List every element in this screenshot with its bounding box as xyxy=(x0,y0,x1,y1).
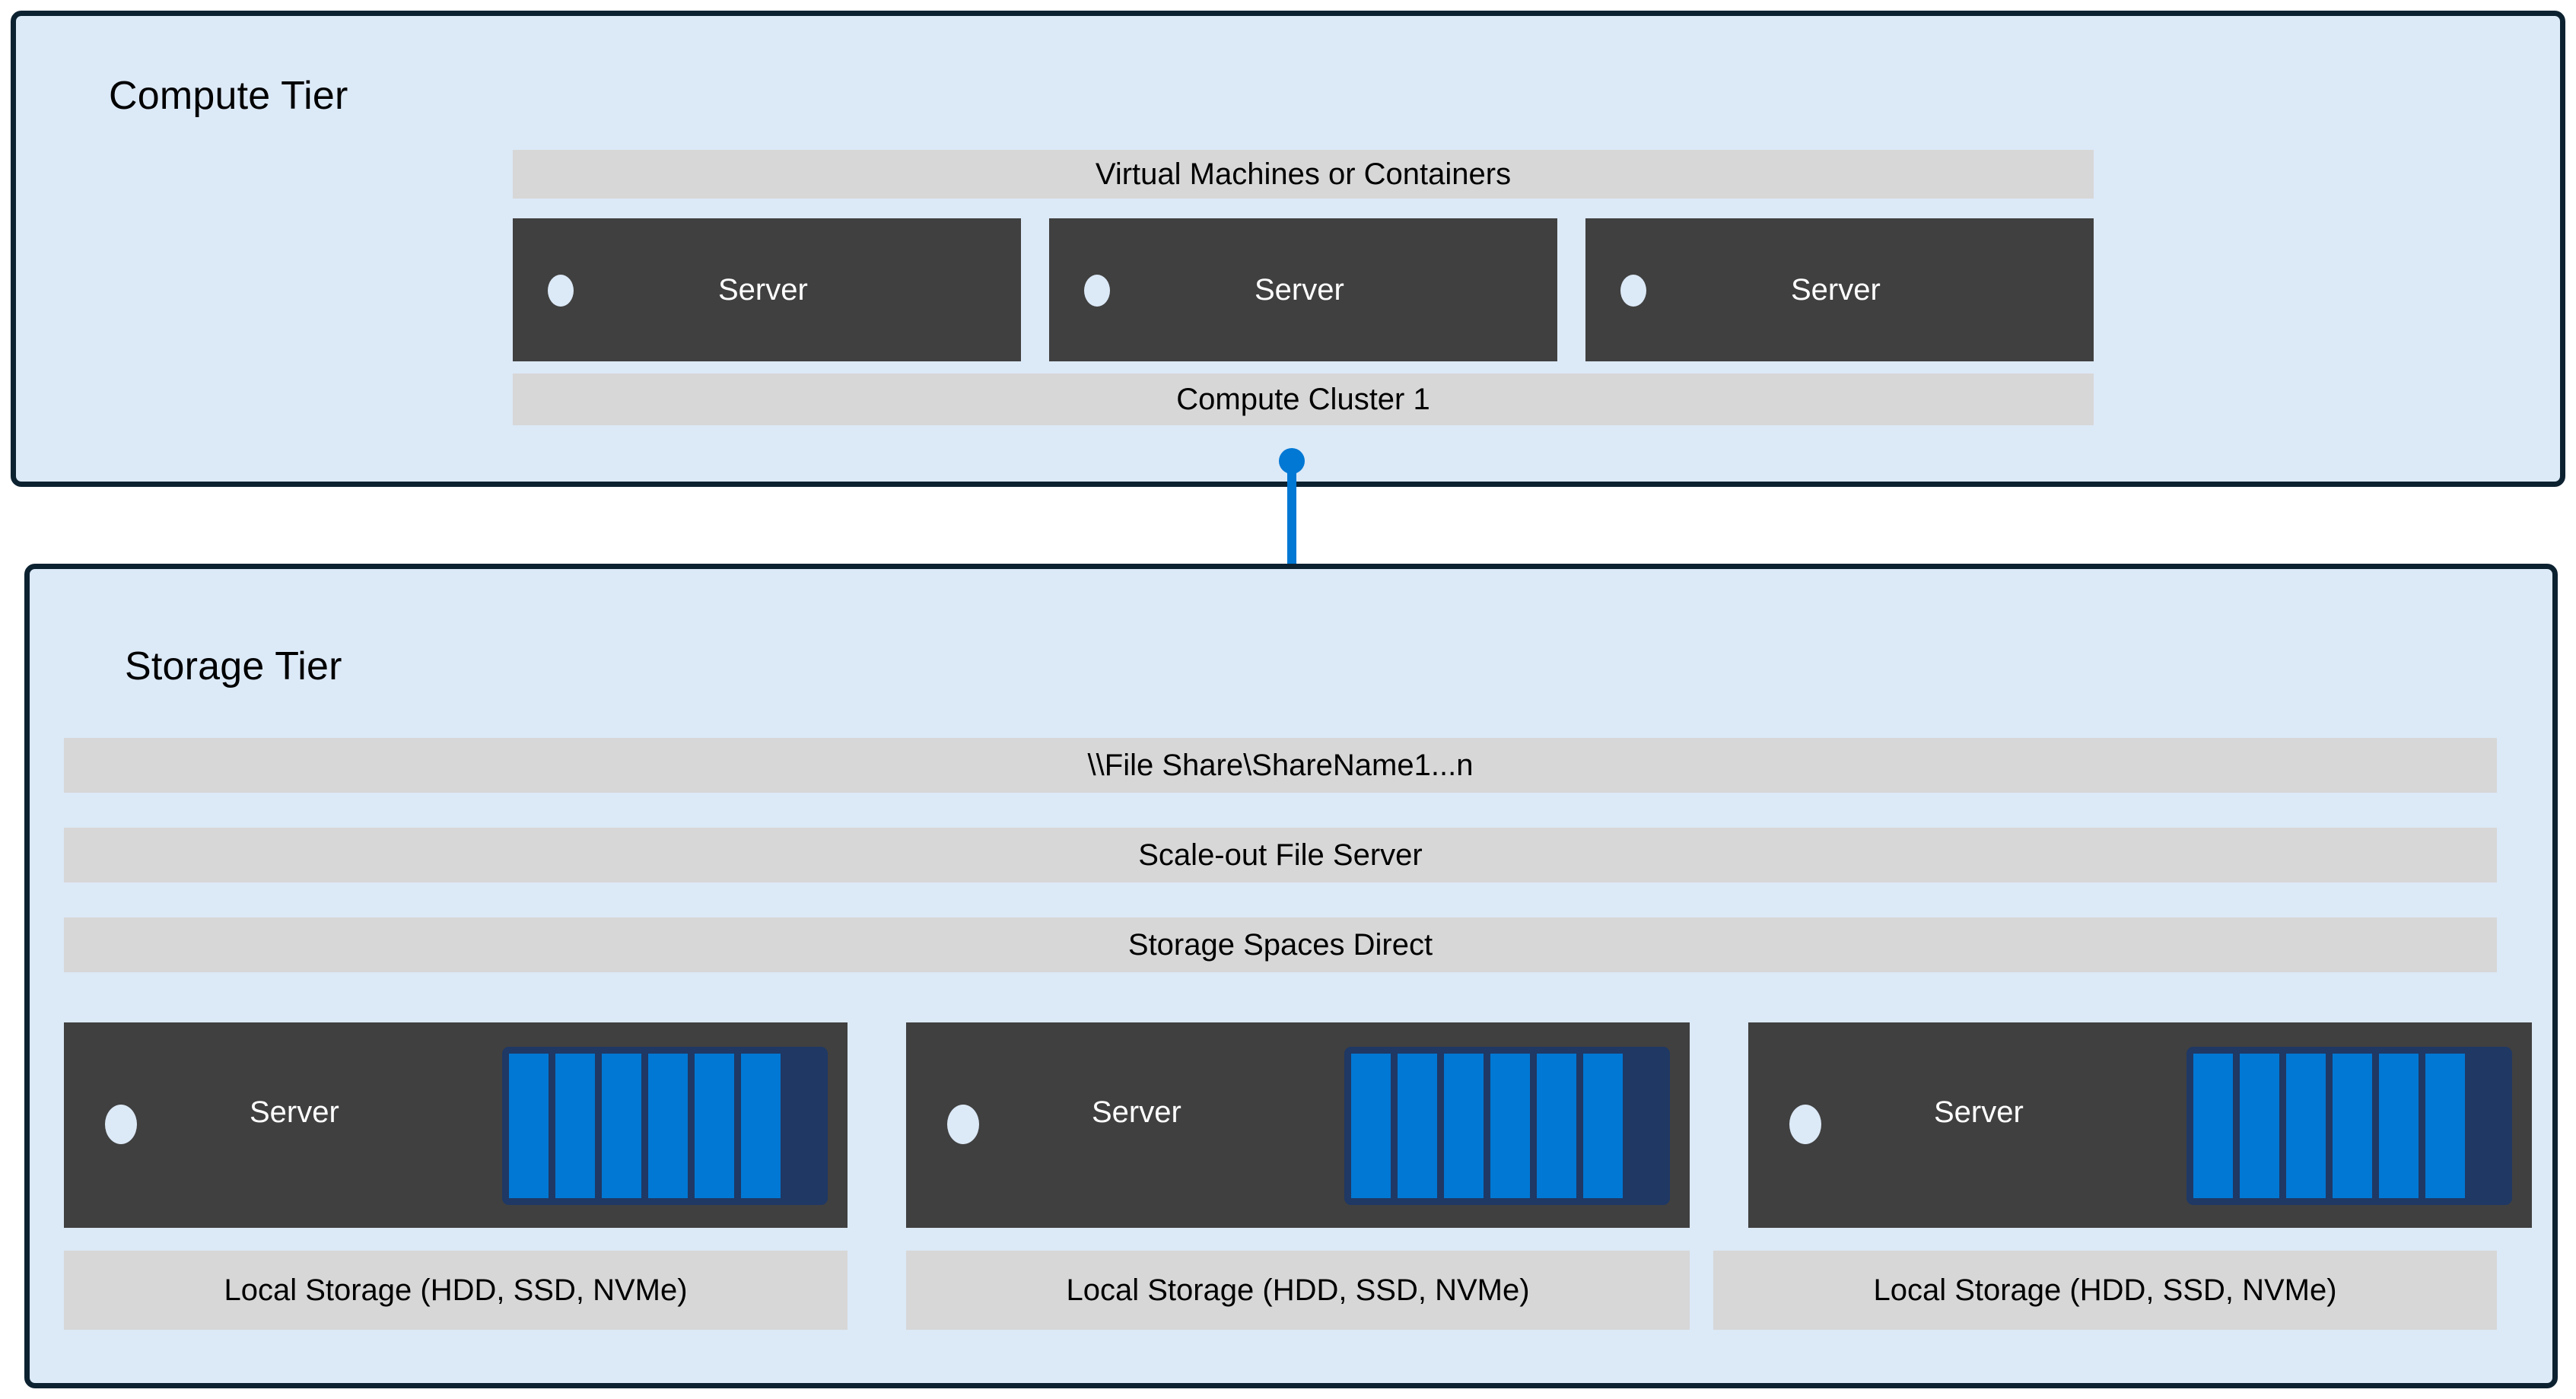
compute-server-2[interactable]: Server xyxy=(1049,218,1557,361)
compute-tier-title: Compute Tier xyxy=(109,74,348,118)
disk-icon xyxy=(2193,1054,2233,1198)
disk-icon xyxy=(1398,1054,1437,1198)
storage-server-1[interactable]: Server xyxy=(64,1022,848,1228)
virtual-machines-band-label: Virtual Machines or Containers xyxy=(1095,157,1512,191)
disk-icon xyxy=(648,1054,688,1198)
compute-server-2-label: Server xyxy=(1255,273,1344,307)
compute-server-1-label: Server xyxy=(718,273,808,307)
storage-server-1-label: Server xyxy=(250,1095,339,1129)
disk-icon xyxy=(1537,1054,1576,1198)
compute-tier-container: Compute Tier Virtual Machines or Contain… xyxy=(11,11,2565,487)
local-storage-band-2-label: Local Storage (HDD, SSD, NVMe) xyxy=(1066,1273,1530,1307)
status-dot-icon xyxy=(1789,1105,1821,1144)
status-dot-icon xyxy=(548,275,574,307)
compute-server-3-label: Server xyxy=(1791,273,1881,307)
status-dot-icon xyxy=(1620,275,1646,307)
connector-dot-top-icon xyxy=(1279,448,1305,474)
disk-icon xyxy=(695,1054,734,1198)
status-dot-icon xyxy=(105,1105,137,1144)
disk-array-3 xyxy=(2186,1047,2512,1205)
storage-server-3-label: Server xyxy=(1934,1095,2024,1129)
disk-icon xyxy=(2333,1054,2372,1198)
local-storage-band-3: Local Storage (HDD, SSD, NVMe) xyxy=(1713,1251,2497,1330)
disk-icon xyxy=(2286,1054,2326,1198)
virtual-machines-band: Virtual Machines or Containers xyxy=(513,150,2094,199)
status-dot-icon xyxy=(947,1105,979,1144)
disk-array-2 xyxy=(1344,1047,1670,1205)
storage-tier-container: Storage Tier \\File Share\ShareName1...n… xyxy=(24,564,2558,1388)
storage-tier-title: Storage Tier xyxy=(125,644,342,688)
scale-out-file-server-band: Scale-out File Server xyxy=(64,828,2497,882)
disk-icon xyxy=(2379,1054,2419,1198)
disk-icon xyxy=(602,1054,641,1198)
disk-array-1 xyxy=(502,1047,828,1205)
disk-icon xyxy=(1490,1054,1530,1198)
storage-server-2[interactable]: Server xyxy=(906,1022,1690,1228)
disk-icon xyxy=(741,1054,781,1198)
file-share-band-label: \\File Share\ShareName1...n xyxy=(1087,748,1474,782)
compute-cluster-band-label: Compute Cluster 1 xyxy=(1176,382,1430,416)
storage-spaces-direct-band-label: Storage Spaces Direct xyxy=(1127,927,1433,962)
file-share-band: \\File Share\ShareName1...n xyxy=(64,738,2497,793)
compute-server-3[interactable]: Server xyxy=(1585,218,2094,361)
status-dot-icon xyxy=(1084,275,1110,307)
disk-icon xyxy=(2425,1054,2465,1198)
disk-icon xyxy=(1351,1054,1391,1198)
scale-out-file-server-band-label: Scale-out File Server xyxy=(1138,838,1423,872)
local-storage-band-2: Local Storage (HDD, SSD, NVMe) xyxy=(906,1251,1690,1330)
storage-spaces-direct-band: Storage Spaces Direct xyxy=(64,917,2497,972)
local-storage-band-1: Local Storage (HDD, SSD, NVMe) xyxy=(64,1251,848,1330)
disk-icon xyxy=(1583,1054,1623,1198)
local-storage-band-1-label: Local Storage (HDD, SSD, NVMe) xyxy=(224,1273,688,1307)
disk-icon xyxy=(2240,1054,2279,1198)
disk-icon xyxy=(555,1054,595,1198)
disk-icon xyxy=(509,1054,549,1198)
compute-server-1[interactable]: Server xyxy=(513,218,1021,361)
local-storage-band-3-label: Local Storage (HDD, SSD, NVMe) xyxy=(1873,1273,2337,1307)
storage-server-3[interactable]: Server xyxy=(1748,1022,2532,1228)
storage-server-2-label: Server xyxy=(1092,1095,1181,1129)
disk-icon xyxy=(1444,1054,1484,1198)
compute-cluster-band: Compute Cluster 1 xyxy=(513,374,2094,425)
